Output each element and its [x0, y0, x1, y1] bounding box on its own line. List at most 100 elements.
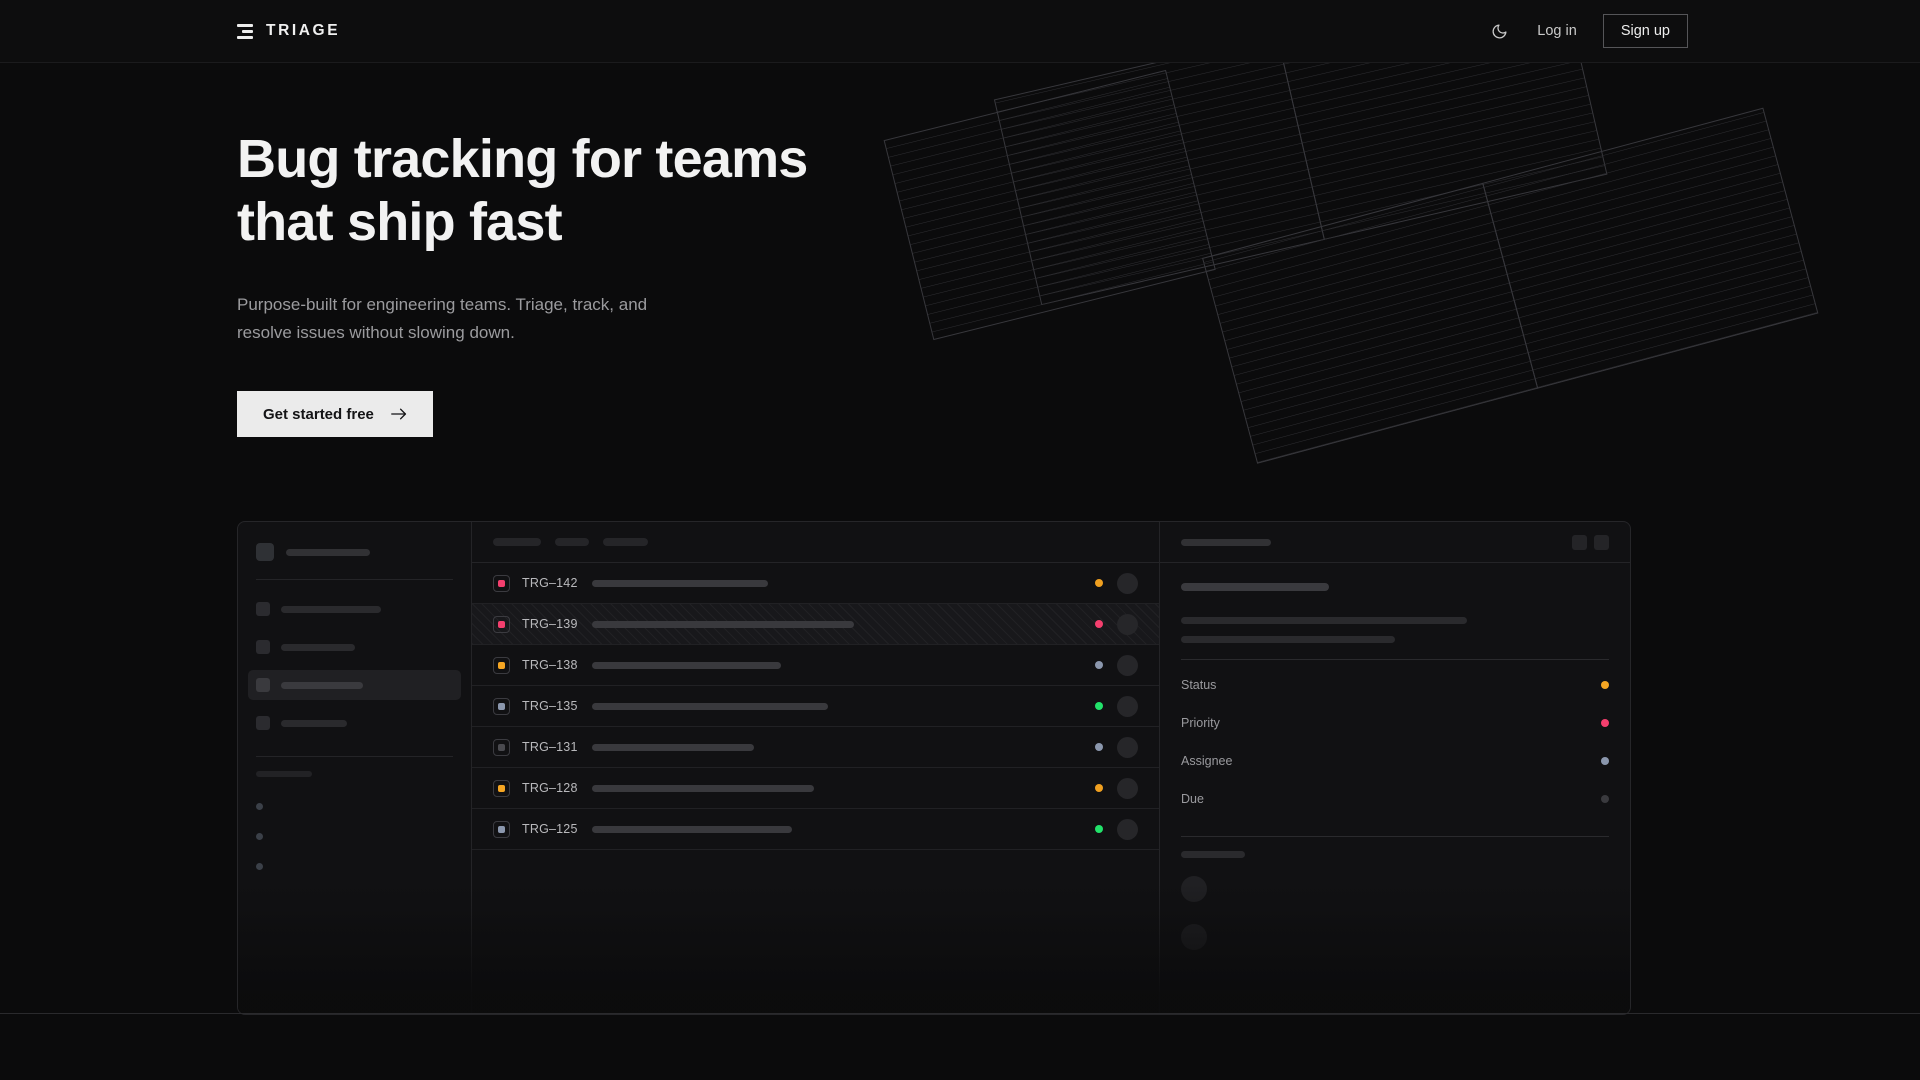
- sidebar-item-icon: [256, 602, 270, 616]
- sidebar-item-2[interactable]: [248, 670, 461, 700]
- issue-row[interactable]: TRG–125: [472, 809, 1159, 850]
- issue-id: TRG–125: [522, 822, 578, 836]
- issue-id: TRG–128: [522, 781, 578, 795]
- issue-row[interactable]: TRG–142: [472, 563, 1159, 604]
- issue-assignee-avatar[interactable]: [1117, 818, 1138, 840]
- brand-logo[interactable]: TRIAGE: [237, 22, 340, 40]
- get-started-label: Get started free: [263, 405, 374, 423]
- hero-subhead: Purpose-built for engineering teams. Tri…: [237, 295, 648, 342]
- detail-meta-value-dot-icon: [1601, 757, 1609, 765]
- detail-title-placeholder: [1181, 538, 1271, 546]
- comment-avatar[interactable]: [1181, 924, 1207, 950]
- sidebar-project-item-2[interactable]: [256, 851, 453, 881]
- workspace-avatar-icon: [256, 543, 274, 561]
- login-link[interactable]: Log in: [1537, 23, 1577, 39]
- issue-type-badge-icon: [493, 656, 510, 674]
- detail-meta-value-dot-icon: [1601, 719, 1609, 727]
- sidebar-item-0[interactable]: [248, 594, 461, 624]
- detail-panel-header: [1160, 522, 1630, 563]
- detail-meta-label: Priority: [1181, 716, 1220, 730]
- nav-actions: Log in Sign up: [1487, 14, 1688, 48]
- detail-meta-label: Status: [1181, 678, 1217, 692]
- issue-row[interactable]: TRG–138: [472, 645, 1159, 686]
- sidebar-item-label-placeholder: [281, 643, 355, 651]
- get-started-button[interactable]: Get started free: [237, 391, 433, 438]
- toolbar-filter-pill-1[interactable]: [555, 538, 589, 546]
- issue-status-dot-icon: [1095, 620, 1103, 628]
- issue-id: TRG–138: [522, 658, 578, 672]
- issue-status-dot-icon: [1095, 579, 1103, 587]
- issue-status-dot-icon: [1095, 825, 1103, 833]
- detail-divider-1: [1181, 659, 1609, 660]
- issue-title-placeholder: [592, 702, 828, 710]
- workspace-switcher[interactable]: [256, 538, 453, 561]
- issue-assignee-avatar[interactable]: [1117, 613, 1138, 635]
- issue-title-placeholder: [592, 743, 754, 751]
- detail-meta-label: Assignee: [1181, 754, 1233, 768]
- sidebar-item-3[interactable]: [248, 708, 461, 738]
- sidebar-item-icon: [256, 678, 270, 692]
- sidebar-item-label-placeholder: [281, 605, 381, 613]
- issue-row-meta: [1095, 613, 1159, 635]
- issue-row-meta: [1095, 818, 1159, 840]
- issue-assignee-avatar[interactable]: [1117, 695, 1138, 717]
- issue-row[interactable]: TRG–139: [472, 604, 1159, 645]
- page-title: Bug tracking for teams that ship fast: [237, 129, 808, 252]
- sidebar-divider-bottom: [256, 756, 453, 757]
- sidebar-item-1[interactable]: [248, 632, 461, 662]
- detail-action-icon-1[interactable]: [1572, 534, 1587, 550]
- issue-status-dot-icon: [1095, 661, 1103, 669]
- issue-row[interactable]: TRG–131: [472, 727, 1159, 768]
- comment-avatar[interactable]: [1181, 876, 1207, 902]
- project-dot-icon: [256, 802, 263, 810]
- detail-meta-row[interactable]: Assignee: [1181, 742, 1609, 780]
- detail-header-actions: [1572, 534, 1609, 550]
- workspace-name-placeholder: [286, 548, 370, 556]
- issue-id: TRG–142: [522, 576, 578, 590]
- sidebar-item-label-placeholder: [281, 719, 347, 727]
- issue-assignee-avatar[interactable]: [1117, 572, 1138, 594]
- issue-row-meta: [1095, 777, 1159, 799]
- stacked-bars-logo-icon: [237, 23, 253, 39]
- issue-list-toolbar: [472, 522, 1159, 563]
- detail-meta-label: Due: [1181, 792, 1204, 806]
- issue-row-meta: [1095, 572, 1159, 594]
- brand-name: TRIAGE: [266, 22, 341, 39]
- issue-row-meta: [1095, 654, 1159, 676]
- moon-icon: [1492, 23, 1507, 38]
- issue-title-placeholder: [592, 825, 792, 833]
- issue-assignee-avatar[interactable]: [1117, 654, 1138, 676]
- toolbar-filter-pill-0[interactable]: [493, 538, 541, 546]
- issue-assignee-avatar[interactable]: [1117, 777, 1138, 799]
- toolbar-filter-pill-2[interactable]: [603, 538, 648, 546]
- footer-divider: [0, 1013, 1920, 1014]
- issue-type-badge-icon: [493, 697, 510, 715]
- issue-row[interactable]: TRG–135: [472, 686, 1159, 727]
- project-dot-icon: [256, 832, 263, 840]
- detail-meta-row[interactable]: Status: [1181, 666, 1609, 704]
- top-navigation-bar: TRIAGE Log in Sign up: [0, 0, 1920, 63]
- signup-button[interactable]: Sign up: [1602, 14, 1688, 48]
- issue-id: TRG–135: [522, 699, 578, 713]
- sidebar-project-item-1[interactable]: [256, 821, 453, 851]
- issue-row-meta: [1095, 736, 1159, 758]
- detail-action-icon-2[interactable]: [1594, 534, 1609, 550]
- issue-type-badge-icon: [493, 820, 510, 838]
- issue-type-badge-icon: [493, 574, 510, 592]
- sidebar-item-icon: [256, 640, 270, 654]
- detail-meta-row[interactable]: Priority: [1181, 704, 1609, 742]
- issue-row[interactable]: TRG–128: [472, 768, 1159, 809]
- issue-title-placeholder: [592, 579, 768, 587]
- theme-toggle-button[interactable]: [1487, 19, 1511, 43]
- sidebar-project-item-0[interactable]: [256, 791, 453, 821]
- issue-id: TRG–139: [522, 617, 578, 631]
- issue-type-badge-icon: [493, 779, 510, 797]
- detail-meta-row[interactable]: Due: [1181, 780, 1609, 818]
- issue-assignee-avatar[interactable]: [1117, 736, 1138, 758]
- detail-meta-value-dot-icon: [1601, 795, 1609, 803]
